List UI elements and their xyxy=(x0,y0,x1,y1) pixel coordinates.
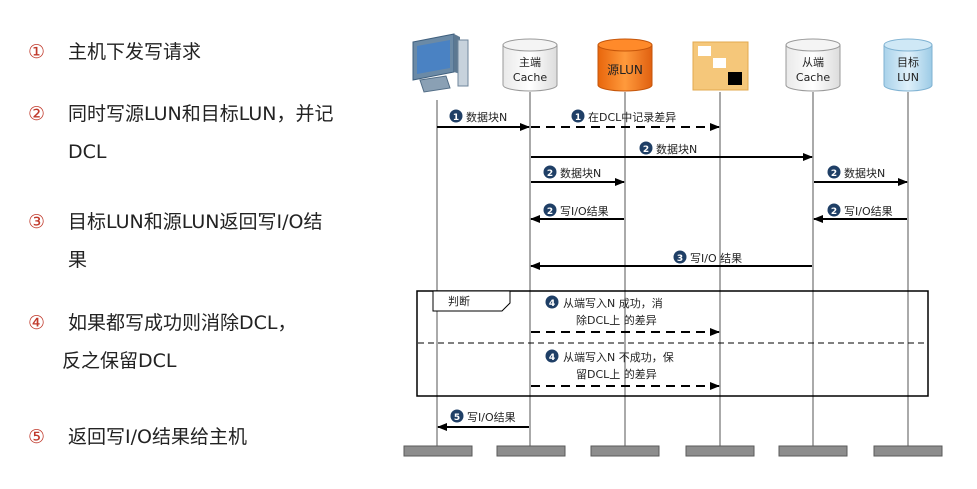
step-4: ④ 如果都写成功则消除DCL， 反之保留DCL xyxy=(28,304,296,380)
msg-record-dcl: 1 在DCL中记录差异 xyxy=(531,109,720,131)
primary-cache-label-2: Cache xyxy=(513,71,547,84)
host-baseline xyxy=(403,445,473,457)
msg-label-cont: 留DCL上 的差异 xyxy=(576,367,657,381)
target-lun-label-1: 目标 xyxy=(897,55,919,69)
msg-label: 写I/O 结果 xyxy=(690,252,742,265)
msg-label: 写I/O结果 xyxy=(467,411,516,424)
judgment-frame: 判断 xyxy=(416,290,929,397)
step-badge xyxy=(545,349,559,363)
step-number: ⑤ xyxy=(28,426,46,448)
msg-primary-to-source-lun: 2 数据块N xyxy=(531,165,625,186)
msg-label: 数据块N xyxy=(466,110,507,124)
svg-text:4: 4 xyxy=(549,299,555,309)
step-number: ③ xyxy=(28,211,46,233)
dcl-baseline xyxy=(685,445,755,457)
primary-cache-label-1: 主端 xyxy=(519,56,541,69)
msg-label-cont: 除DCL上 的差异 xyxy=(576,313,657,327)
svg-text:2: 2 xyxy=(643,145,649,155)
step-badge xyxy=(639,141,653,155)
msg-label: 从端写入N 成功，消 xyxy=(563,296,663,310)
msg-label: 写I/O结果 xyxy=(560,205,609,218)
msg-source-lun-result: 2 写I/O结果 xyxy=(530,203,624,223)
frame-label: 判断 xyxy=(448,294,470,308)
step-number: ② xyxy=(28,103,46,125)
msg-label: 数据块N xyxy=(560,166,601,180)
msg-result-to-host: 5 写I/O结果 xyxy=(437,409,529,431)
host-computer-icon xyxy=(412,33,469,93)
svg-text:2: 2 xyxy=(547,169,553,179)
msg-secondary-result: 3 写I/O 结果 xyxy=(530,250,812,270)
secondary-cache-baseline xyxy=(778,445,848,457)
svg-text:4: 4 xyxy=(549,353,555,363)
msg-label: 数据块N xyxy=(844,166,885,180)
target-lun-baseline xyxy=(873,445,943,457)
source-lun-label: 源LUN xyxy=(607,63,643,77)
step-text-cont: 果 xyxy=(68,249,88,271)
target-lun-cylinder: 目标 LUN xyxy=(883,38,933,92)
secondary-cache-cylinder: 从端 Cache xyxy=(785,38,841,92)
msg-target-lun-result: 2 写I/O结果 xyxy=(813,203,907,223)
step-number: ④ xyxy=(28,312,46,334)
primary-cache-cylinder: 主端 Cache xyxy=(502,38,558,92)
svg-text:2: 2 xyxy=(547,207,553,217)
msg-label: 写I/O结果 xyxy=(844,205,893,218)
step-badge xyxy=(827,203,841,217)
msg-label: 在DCL中记录差异 xyxy=(588,110,676,124)
secondary-cache-label-1: 从端 xyxy=(802,56,824,69)
dcl-bitmap-icon xyxy=(692,41,749,91)
svg-text:1: 1 xyxy=(453,113,459,123)
step-text: 如果都写成功则消除DCL， xyxy=(68,312,297,334)
msg-primary-to-secondary: 2 数据块N xyxy=(531,141,813,161)
svg-text:2: 2 xyxy=(831,169,837,179)
step-text: 主机下发写请求 xyxy=(68,41,202,63)
source-lun-baseline xyxy=(590,445,660,457)
step-badge xyxy=(545,295,559,309)
step-text-cont: DCL xyxy=(68,141,107,163)
step-1: ① 主机下发写请求 xyxy=(28,33,201,71)
step-badge xyxy=(571,109,585,123)
msg-label: 数据块N xyxy=(656,142,697,156)
step-badge xyxy=(543,165,557,179)
msg-clear-dcl: 4 从端写入N 成功，消 除DCL上 的差异 xyxy=(531,295,720,336)
svg-text:5: 5 xyxy=(454,413,460,423)
svg-text:3: 3 xyxy=(677,254,683,264)
step-number: ① xyxy=(28,41,46,63)
step-2: ② 同时写源LUN和目标LUN，并记 DCL xyxy=(28,95,334,171)
msg-label: 从端写入N 不成功，保 xyxy=(563,350,674,364)
secondary-cache-label-2: Cache xyxy=(796,71,830,84)
step-5: ⑤ 返回写I/O结果给主机 xyxy=(28,418,247,456)
step-badge xyxy=(543,203,557,217)
primary-cache-baseline xyxy=(496,445,566,457)
svg-text:1: 1 xyxy=(575,113,581,123)
step-badge xyxy=(449,109,463,123)
target-lun-label-2: LUN xyxy=(897,71,919,84)
step-text: 同时写源LUN和目标LUN，并记 xyxy=(68,103,334,125)
msg-keep-dcl: 4 从端写入N 不成功，保 留DCL上 的差异 xyxy=(531,349,720,390)
step-text-cont: 反之保留DCL xyxy=(62,350,177,372)
step-text: 返回写I/O结果给主机 xyxy=(68,426,247,448)
msg-host-to-primary: 1 数据块N xyxy=(437,109,530,131)
step-badge xyxy=(827,165,841,179)
step-badge xyxy=(673,250,687,264)
source-lun-cylinder: 源LUN xyxy=(597,38,653,92)
svg-text:2: 2 xyxy=(831,207,837,217)
step-3: ③ 目标LUN和源LUN返回写I/O结 果 xyxy=(28,203,322,279)
step-badge xyxy=(450,409,464,423)
msg-secondary-to-target-lun: 2 数据块N xyxy=(814,165,908,186)
step-text: 目标LUN和源LUN返回写I/O结 xyxy=(68,211,323,233)
